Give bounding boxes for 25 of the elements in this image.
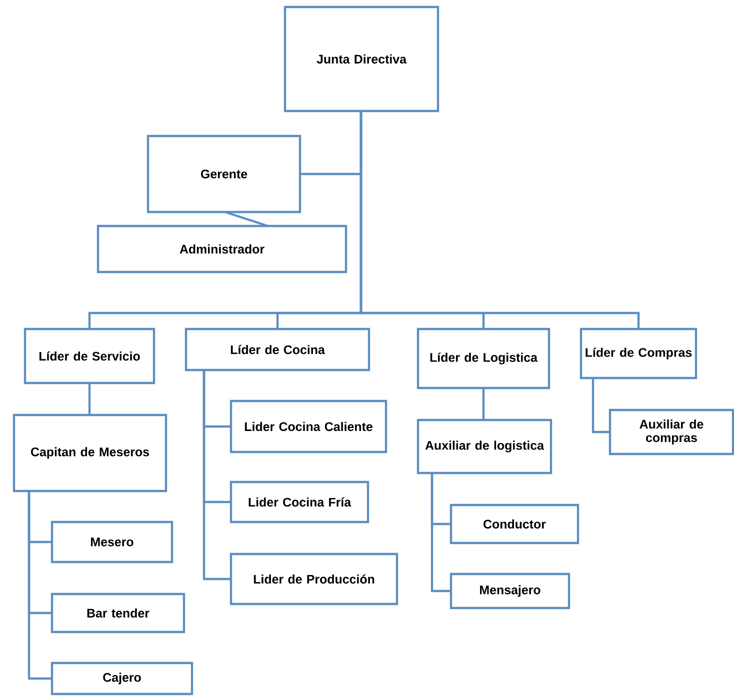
connector-line [430,473,451,592]
connector-line [482,388,485,420]
position-box: Líder de Servicio [24,328,156,384]
position-box: Auxiliar de logistica [416,418,552,474]
position-box: Gerente [146,134,302,214]
position-box: Mesero [50,520,174,564]
position-box: Líder de Cocina [184,328,370,372]
connector-line [88,383,91,415]
position-box: Líder de Logistica [416,328,550,390]
position-box: Mensajero [450,572,570,610]
connector-line [28,491,52,680]
position-box: Cajero [50,662,194,696]
connector-line [202,370,231,580]
position-box: Auxiliar de compras [608,408,734,456]
position-box: Capitan de Meseros [12,414,168,492]
position-box: Bar tender [50,592,186,634]
position-box: Líder de Compras [580,328,698,380]
position-box: Lider de Producción [230,552,398,606]
connector-line [592,378,610,434]
position-box: Junta Directiva [284,6,440,112]
position-box: Lider Cocina Fría [230,480,370,524]
connector-line [360,111,640,329]
position-box: Administrador [96,224,348,274]
position-box: Conductor [450,504,580,544]
position-box: Lider Cocina Caliente [230,400,388,454]
